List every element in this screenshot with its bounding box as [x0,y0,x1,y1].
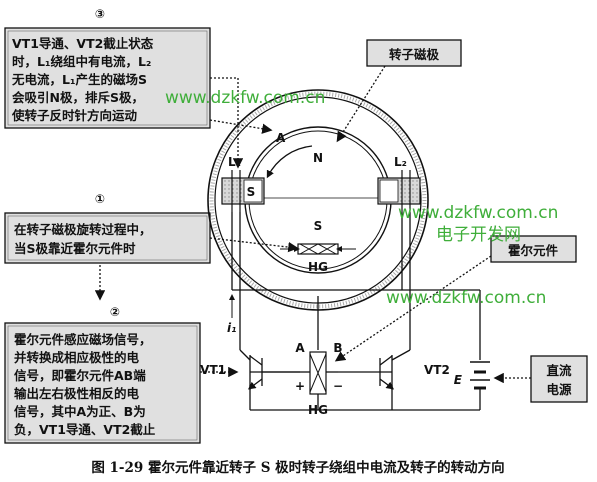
a-terminal-label: A [295,341,305,355]
step2-line-4: 信号，其中A为正、B为 [14,404,146,419]
step1-number: ① [95,192,105,206]
step2-box: ② 霍尔元件感应磁场信号， 并转换成相应极性的电 信号，即霍尔元件AB端 输出左… [4,305,201,444]
coil-l1 [221,170,265,212]
watermark-1: www.dzkfw.com.cn [398,203,558,223]
south-pole-label: S [314,219,323,233]
step2-line-3: 输出左右极性相反的电 [14,386,140,401]
plus-sign: + [295,379,305,393]
hall-element-pointer [334,255,492,362]
i1-label: i₁ [227,321,236,335]
step3-line-1: 时，L₁绕组中有电流，L₂ [12,54,151,69]
rotor-pole-pointer [336,65,386,143]
b-terminal-label: B [333,341,342,355]
vt2-transistor [379,355,395,390]
step1-line-0: 在转子磁极旋转过程中， [14,222,152,237]
rotor-pole-callout: 转子磁极 [366,39,462,67]
circuit-wires [231,212,481,411]
vt1-transistor [247,355,300,390]
minus-sign: − [333,379,343,393]
watermark-2: 电子开发网 [436,225,521,245]
dc-power-callout: 直流 电源 [530,355,588,403]
watermark-0: www.dzkfw.com.cn [165,88,325,108]
step2-line-1: 并转换成相应极性的电 [14,350,140,365]
figure-caption: 图 1-29 霍尔元件靠近转子 S 极时转子绕组中电流及转子的转动方向 [91,459,504,476]
watermark-3: www.dzkfw.com.cn [386,288,546,308]
battery [470,361,490,390]
hall-element-callout: 霍尔元件 [490,235,577,263]
rotor-pole-text: 转子磁极 [389,47,440,62]
step1-pointer [209,237,299,253]
step3-line-0: VT1导通、VT2截止状态 [12,36,154,51]
step2-line-2: 信号，即霍尔元件AB端 [14,368,146,383]
step3-number: ③ [95,7,105,21]
step2-number: ② [110,305,120,319]
step2-line-5: 负，VT1导通、VT2截止 [14,422,156,437]
vt2-label: VT2 [424,363,450,377]
hall-element-text: 霍尔元件 [508,243,559,258]
north-pole-label: N [313,151,323,165]
vt1-label: VT1 [200,363,226,377]
step2-line-0: 霍尔元件感应磁场信号， [14,332,152,347]
step1-line-1: 当S极靠近霍尔元件时 [14,241,136,256]
dc-power-line-1: 电源 [546,382,572,397]
step3-line-3: 会吸引N极，排斥S极， [12,90,144,105]
step3-line-4: 使转子反时针方向运动 [11,108,138,123]
step3-line-2: 无电流，L₁产生的磁场S [11,72,147,87]
step3-pointer [210,77,244,169]
hall-element-top [280,243,356,255]
rotation-label: A [276,131,286,145]
coil-l2 [377,170,421,212]
l1-label: L₁ [228,155,241,169]
hg-top-label: HG [308,260,328,274]
hg-bottom-label: HG [308,403,328,417]
step1-box: ① 在转子磁极旋转过程中， 当S极靠近霍尔元件时 [4,192,211,264]
l2-label: L₂ [394,155,407,169]
step3-box: ③ VT1导通、VT2截止状态 时，L₁绕组中有电流，L₂ 无电流，L₁产生的磁… [4,7,211,129]
emf-label: E [454,373,463,387]
hall-element-bottom [300,351,338,395]
coil-s-pole-label: S [247,185,256,199]
dc-power-line-0: 直流 [546,363,572,378]
rotation-arrow [266,145,313,179]
